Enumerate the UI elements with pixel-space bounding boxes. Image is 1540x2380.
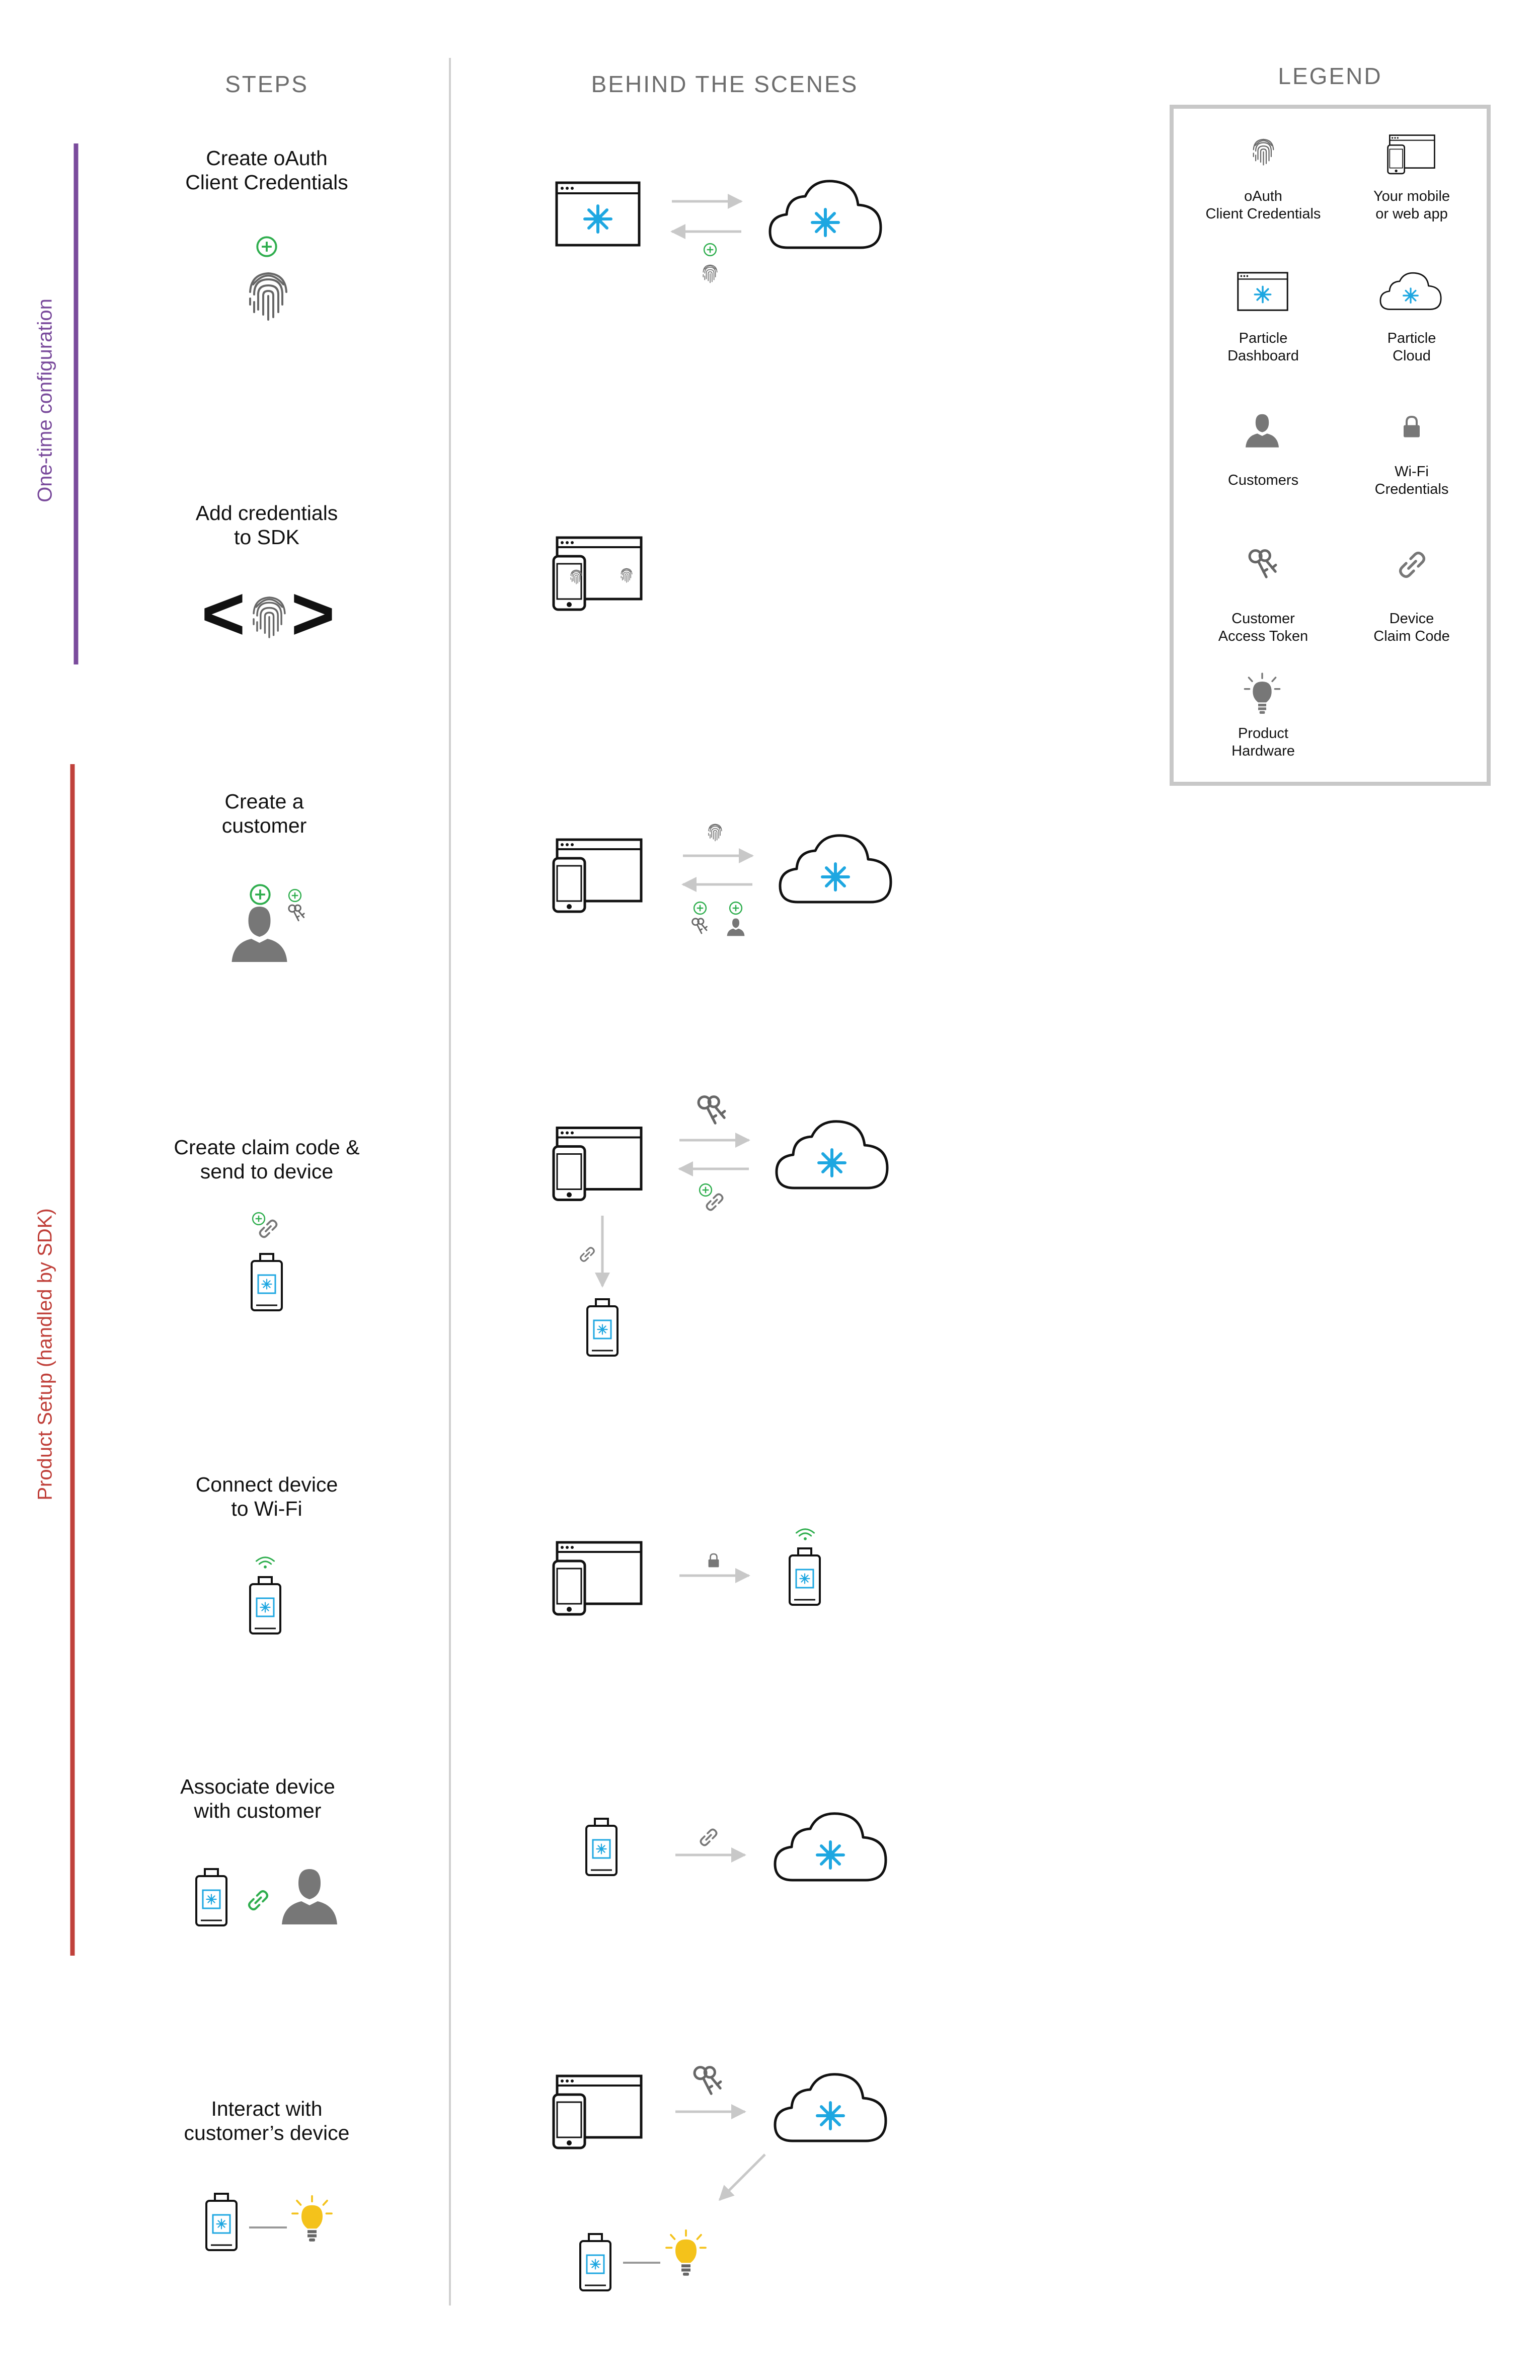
device-icon [586, 1819, 617, 1875]
plus-icon [288, 888, 302, 903]
legend-label-dashboard: Particle Dashboard [1227, 330, 1299, 364]
device-icon [250, 1577, 280, 1633]
bulb-icon [291, 2195, 333, 2243]
wifi-icon [255, 1556, 275, 1570]
device-icon [196, 1869, 226, 1925]
arrow [718, 2153, 766, 2201]
fingerprint-icon [708, 824, 722, 842]
step-5-title: Connect device to Wi-Fi [195, 1473, 338, 1520]
app-icon [1387, 134, 1435, 175]
plus-icon [699, 1183, 713, 1197]
keys-icon [699, 1097, 725, 1124]
legend-label-hardware: Product Hardware [1231, 725, 1295, 759]
keys-icon [288, 904, 305, 922]
plus-icon [703, 243, 717, 257]
app-icon [554, 2076, 641, 2148]
plus-icon [250, 884, 271, 905]
customer-icon [1246, 414, 1279, 448]
code-bracket-right: > [291, 571, 335, 655]
fingerprint-icon [253, 596, 286, 638]
device-icon [206, 2194, 237, 2250]
lock-icon [1404, 417, 1420, 437]
product-setup-section-label: Product Setup (handled by SDK) [34, 1208, 56, 1501]
cloud-icon [777, 1122, 887, 1188]
app-icon [554, 1542, 641, 1614]
device-icon [252, 1254, 282, 1310]
step-7-title: Interact with customer’s device [184, 2097, 350, 2144]
step-3-title: Create a customer [221, 790, 307, 837]
link-icon [249, 1891, 267, 1909]
one-time-section-label: One-time configuration [34, 299, 56, 502]
link-icon [700, 1828, 718, 1846]
bulb-icon [1244, 673, 1281, 715]
device-icon [790, 1548, 820, 1605]
plus-icon [252, 1212, 266, 1226]
keys-icon [1250, 551, 1276, 577]
cloud-icon [775, 2074, 886, 2141]
fingerprint-icon [1253, 138, 1274, 166]
link-icon [1401, 553, 1424, 577]
wifi-icon [795, 1528, 815, 1541]
keys-icon [691, 918, 708, 934]
code-bracket-left: < [201, 571, 246, 655]
customer-icon [232, 907, 287, 962]
app-icon [554, 1128, 641, 1200]
plus-icon [256, 236, 277, 257]
legend-label-oauth: oAuth Client Credentials [1205, 188, 1321, 222]
legend-label-cloud: Particle Cloud [1387, 330, 1436, 364]
link-icon [580, 1247, 595, 1262]
fingerprint-icon [249, 272, 287, 321]
app-icon [554, 840, 641, 912]
lock-icon [708, 1553, 720, 1568]
customer-icon [282, 1869, 337, 1924]
legend-label-customers: Customers [1227, 472, 1299, 488]
legend-box [1170, 105, 1491, 786]
customer-icon [727, 918, 745, 936]
cloud-icon [1380, 273, 1441, 309]
fingerprint-icon [703, 264, 718, 283]
legend-label-app: Your mobile or web app [1373, 188, 1450, 222]
link-icon [706, 1193, 724, 1211]
dashboard-icon [1238, 273, 1287, 310]
steps-column-title: STEPS [225, 71, 309, 97]
plus-icon [693, 901, 707, 915]
behind-column-title: BEHIND THE SCENES [591, 71, 859, 97]
cloud-icon [780, 836, 891, 902]
step-2-title: Add credentials to SDK [195, 501, 338, 549]
dashboard-icon [557, 183, 639, 245]
legend-label-wifi: Wi-Fi Credentials [1374, 464, 1449, 497]
plus-icon [729, 901, 743, 915]
step-1-title: Create oAuth Client Credentials [185, 146, 348, 194]
keys-icon [695, 2067, 721, 2094]
legend-label-claim: Device Claim Code [1373, 611, 1450, 644]
step-6-title: Associate device with customer [180, 1775, 335, 1822]
app-icon [554, 538, 641, 610]
legend-column-title: LEGEND [1278, 63, 1382, 89]
step-4-title: Create claim code & send to device [174, 1136, 360, 1183]
device-icon [587, 1299, 618, 1356]
device-icon [580, 2234, 610, 2290]
legend-label-token: Customer Access Token [1218, 611, 1308, 644]
cloud-icon [775, 1814, 886, 1880]
cloud-icon [770, 181, 881, 248]
bulb-icon [665, 2229, 707, 2277]
